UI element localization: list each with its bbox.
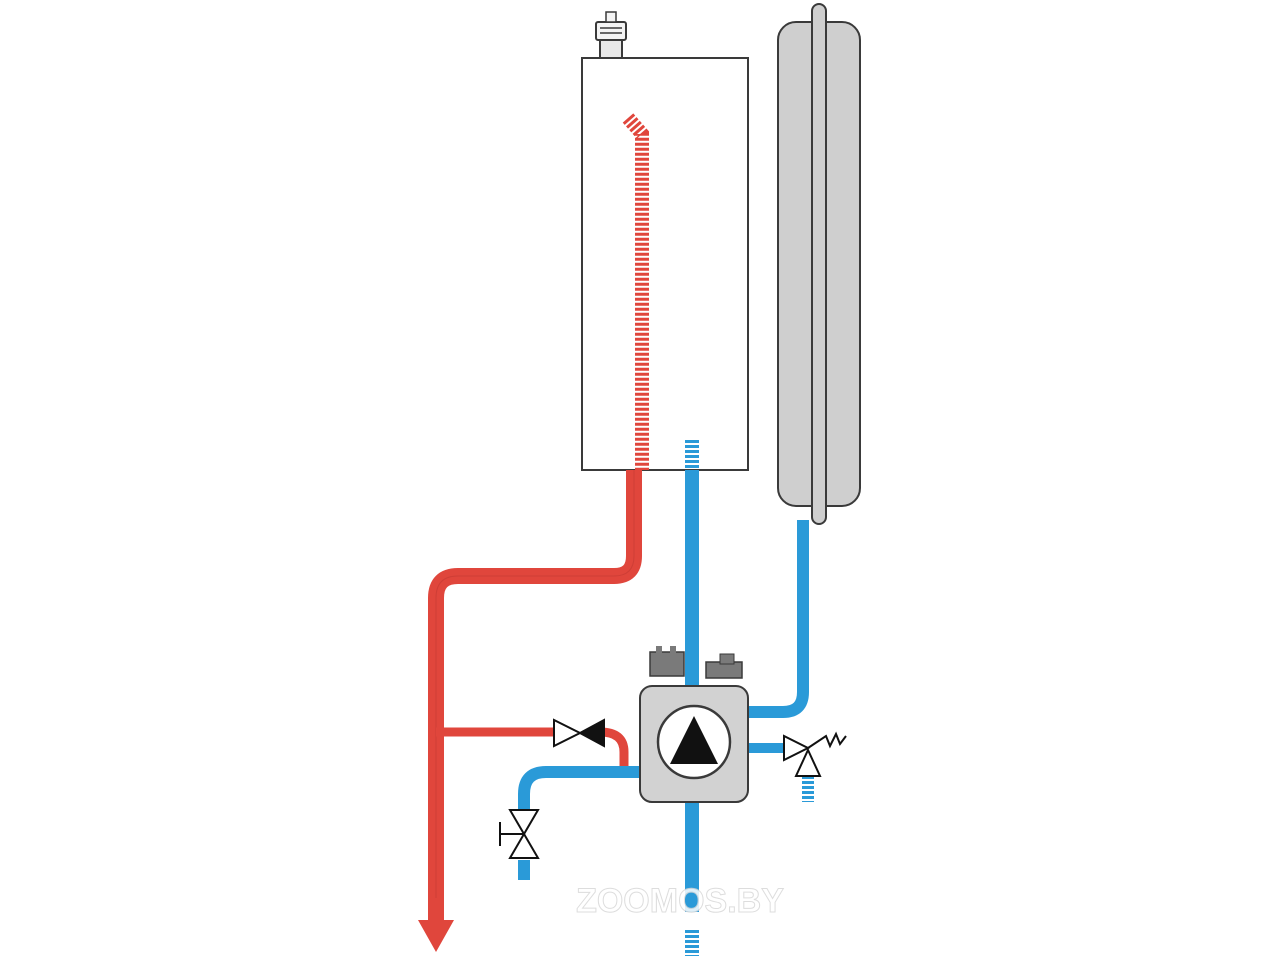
air-vent-icon (595, 11, 627, 59)
safety-valve-icon (783, 731, 847, 777)
arrow-down-icon (418, 898, 454, 952)
boiler-body (581, 57, 749, 471)
watermark: ZOOMOS.BY (576, 882, 784, 920)
expansion-tank-icon (777, 3, 861, 525)
expansion-line (748, 520, 809, 718)
pump-icon (639, 685, 749, 803)
hot-supply-pipe (428, 470, 642, 898)
heater-coil-icon (622, 113, 649, 470)
pump-sensors (649, 646, 743, 679)
check-valve-icon (553, 718, 605, 748)
drain-valve-icon (499, 809, 540, 859)
safety-line (748, 743, 814, 802)
drain-line (518, 766, 640, 880)
